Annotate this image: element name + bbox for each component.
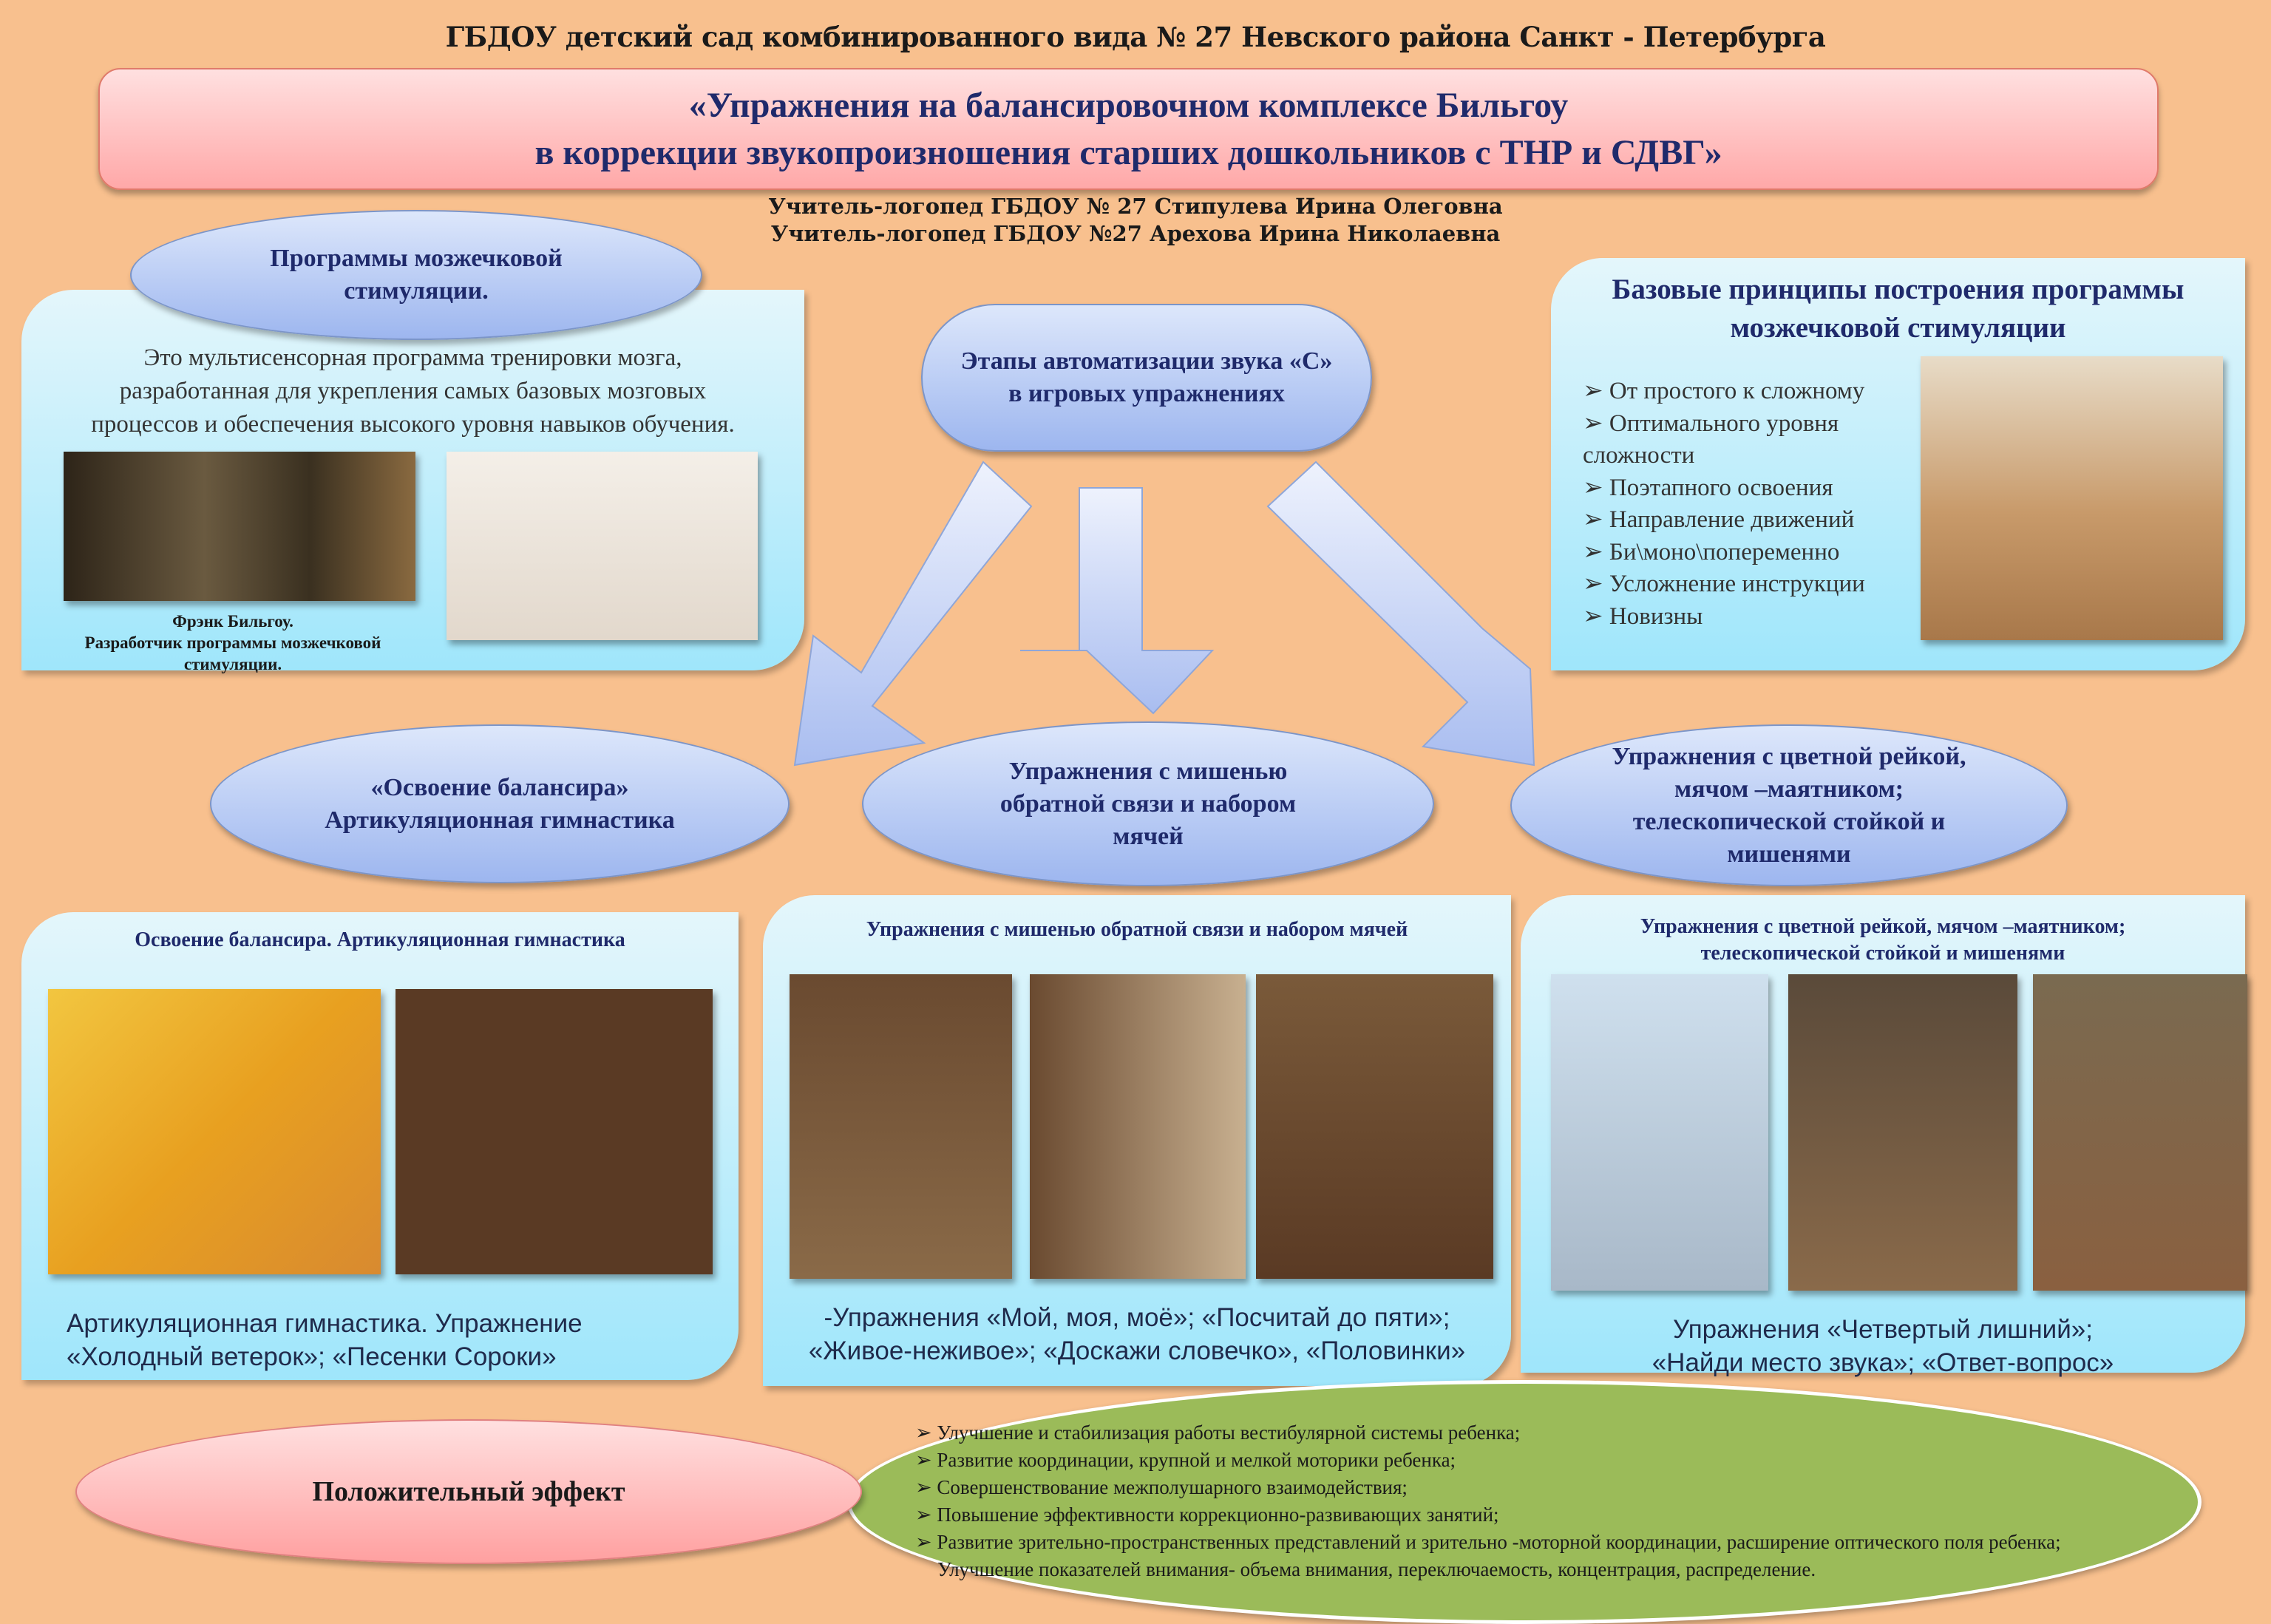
- principles-list: ➢ От простого к сложному ➢ Оптимального …: [1583, 376, 1865, 633]
- list-item: ➢ Поэтапного освоения: [1583, 474, 1833, 501]
- author-2: Учитель-логопед ГБДОУ №27 Арехова Ирина …: [770, 221, 1501, 246]
- ellipse-line: мячей: [1113, 822, 1184, 850]
- title-line: телескопической стойкой и мишенями: [1700, 942, 2065, 965]
- title-line: «Упражнения на балансировочном комплексе…: [688, 85, 1569, 125]
- rail-caption: Упражнения «Четвертый лишний»; «Найди ме…: [1521, 1313, 2245, 1379]
- list-item: ➢ Повышение эффективности коррекционно-р…: [915, 1504, 1499, 1526]
- arrow-right-icon: [1266, 461, 1535, 767]
- programs-title: стимуляции.: [344, 277, 489, 305]
- list-item: ➢ Новизны: [1583, 602, 1703, 630]
- poster-title: «Упражнения на балансировочном комплексе…: [98, 68, 2159, 190]
- ellipse-line: телескопической стойкой и: [1632, 807, 1946, 835]
- list-item: ➢ Улучшение и стабилизация работы вестиб…: [915, 1421, 1521, 1444]
- caption-line: Упражнения «Четвертый лишний»;: [1673, 1315, 2093, 1344]
- ellipse-line: мячом –маятником;: [1674, 775, 1904, 803]
- stages-ellipse: Этапы автоматизации звука «С» в игровых …: [921, 304, 1372, 452]
- institution-header: ГБДОУ детский сад комбинированного вида …: [445, 21, 1826, 53]
- title-line: Базовые принципы построения программы: [1612, 274, 2185, 305]
- target-photo-3: [1256, 974, 1493, 1279]
- list-item: ➢ Развитие зрительно-пространственных пр…: [915, 1531, 2061, 1580]
- title-line: Упражнения с цветной рейкой, мячом –маят…: [1640, 915, 2126, 938]
- author-1: Учитель-логопед ГБДОУ № 27 Стипулева Ири…: [768, 194, 1503, 219]
- title-line: мозжечковой стимуляции: [1730, 312, 2066, 344]
- list-item: сложности: [1583, 442, 1695, 469]
- stages-title: Этапы автоматизации звука «С»: [960, 347, 1333, 375]
- caption-line: Разработчик программы мозжечковой: [84, 633, 381, 652]
- girl-balance-photo: [1921, 356, 2223, 640]
- ellipse-line: Упражнения с цветной рейкой,: [1612, 742, 1966, 770]
- stages-title: в игровых упражнениях: [1008, 380, 1285, 407]
- arrow-left-icon: [793, 461, 1033, 767]
- ellipse-balance: «Освоение балансира» Артикуляционная гим…: [210, 724, 790, 883]
- caption-line: стимуляции.: [183, 655, 282, 673]
- effect-ellipse: [847, 1380, 2202, 1624]
- title-line: в коррекции звукопроизношения старших до…: [534, 132, 1722, 172]
- list-item: ➢ Развитие координации, крупной и мелкой…: [915, 1449, 1456, 1471]
- caption-line: Фрэнк Бильгоу.: [172, 612, 293, 631]
- effect-label: Положительный эффект: [75, 1419, 862, 1564]
- programs-title: Программы мозжечковой: [270, 245, 563, 272]
- target-photo-2: [1030, 974, 1246, 1279]
- text-line: процессов и обеспечения высокого уровня …: [91, 411, 735, 438]
- list-item: ➢ Оптимального уровня: [1583, 410, 1839, 437]
- target-caption: -Упражнения «Мой, моя, моё»; «Посчитай д…: [763, 1301, 1511, 1368]
- caption-line: «Живое-неживое»; «Доскажи словечко», «По…: [808, 1336, 1466, 1365]
- caption-line: Артикуляционная гимнастика. Упражнение: [67, 1309, 583, 1338]
- effect-list: ➢ Улучшение и стабилизация работы вестиб…: [915, 1419, 2135, 1583]
- rail-photo-3: [2033, 974, 2247, 1291]
- list-item: ➢ Усложнение инструкции: [1583, 571, 1865, 597]
- ellipse-line: Артикуляционная гимнастика: [325, 806, 675, 834]
- list-item: ➢ Направление движений: [1583, 506, 1855, 533]
- arrow-down-icon: [1020, 487, 1215, 715]
- ellipse-line: обратной связи и набором: [999, 789, 1297, 818]
- caption-line: -Упражнения «Мой, моя, моё»; «Посчитай д…: [824, 1303, 1450, 1332]
- balance-board-photo: [447, 452, 758, 640]
- ellipse-line: «Освоение балансира»: [370, 773, 629, 801]
- rail-photo-2: [1788, 974, 2017, 1291]
- caption-line: «Найди место звука»; «Ответ-вопрос»: [1652, 1348, 2114, 1377]
- programs-text: Это мультисенсорная программа тренировки…: [21, 342, 804, 441]
- text-line: Это мультисенсорная программа тренировки…: [143, 344, 682, 371]
- ellipse-rail: Упражнения с цветной рейкой, мячом –маят…: [1510, 724, 2068, 886]
- children-photo: [48, 989, 381, 1274]
- ellipse-line: Упражнения с мишенью: [1008, 757, 1288, 785]
- target-board-photo: [396, 989, 713, 1274]
- bilgow-photo: [64, 452, 415, 601]
- photo-caption: Фрэнк Бильгоу. Разработчик программы моз…: [44, 611, 421, 675]
- list-item: ➢ Би\моно\попеременно: [1583, 538, 1840, 565]
- balance-caption: Артикуляционная гимнастика. Упражнение «…: [67, 1307, 583, 1373]
- text-line: разработанная для укрепления самых базов…: [119, 378, 707, 404]
- caption-line: «Холодный ветерок»; «Песенки Сороки»: [67, 1342, 557, 1371]
- list-item: ➢ От простого к сложному: [1583, 378, 1865, 404]
- programs-ellipse: Программы мозжечковой стимуляции.: [130, 210, 702, 340]
- rail-panel-title: Упражнения с цветной рейкой, мячом –маят…: [1521, 914, 2245, 967]
- principles-title: Базовые принципы построения программы мо…: [1551, 271, 2245, 347]
- list-item: ➢ Совершенствование межполушарного взаим…: [915, 1476, 1408, 1498]
- balance-panel-title: Освоение балансира. Артикуляционная гимн…: [135, 928, 625, 951]
- ellipse-line: мишенями: [1727, 840, 1851, 868]
- target-photo-1: [790, 974, 1012, 1279]
- rail-photo-1: [1551, 974, 1768, 1291]
- ellipse-target: Упражнения с мишенью обратной связи и на…: [862, 721, 1434, 886]
- target-panel-title: Упражнения с мишенью обратной связи и на…: [866, 918, 1408, 941]
